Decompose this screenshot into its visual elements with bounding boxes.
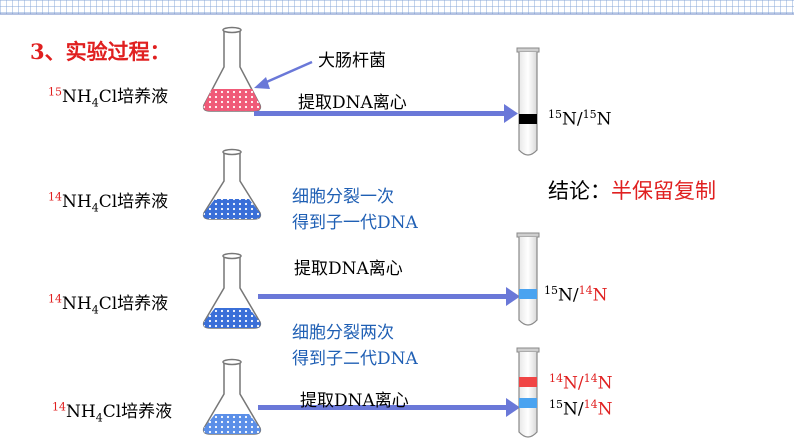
test-tube-2 <box>516 232 540 326</box>
centrifuge-label-2: 提取DNA离心 <box>294 259 403 279</box>
centrifuge-label-1: 提取DNA离心 <box>298 93 407 113</box>
process-text-1: 细胞分裂一次 得到子一代DNA <box>292 187 418 233</box>
band-15n-15n <box>519 114 537 124</box>
result-label-3-bottom: 15N/14N <box>549 398 613 420</box>
medium-label-3: 14NH4Cl培养液 <box>48 292 169 317</box>
bacteria-label: 大肠杆菌 <box>318 51 386 71</box>
arrow-2 <box>258 287 520 306</box>
decorative-grid-strip <box>0 0 794 14</box>
process-text-2: 细胞分裂两次 得到子二代DNA <box>292 323 418 369</box>
medium-label-2: 14NH4Cl培养液 <box>48 190 169 215</box>
flask-14n-2 <box>202 252 262 329</box>
medium-label-4: 14NH4Cl培养液 <box>52 400 173 425</box>
arrow-3 <box>258 398 520 417</box>
flask-14n-3 <box>202 358 262 435</box>
band-15n-14n <box>519 289 537 299</box>
conclusion: 结论：半保留复制 <box>548 179 716 203</box>
result-label-2: 15N/14N <box>544 284 608 306</box>
flask-15n <box>202 26 262 112</box>
bacteria-arrow <box>254 60 313 89</box>
arrow-1 <box>254 104 518 123</box>
band-15n-14n-gen2 <box>519 398 537 408</box>
result-label-3-top: 14N/14N <box>549 372 613 394</box>
centrifuge-label-3: 提取DNA离心 <box>300 391 409 411</box>
test-tube-3 <box>516 347 540 438</box>
test-tube-1 <box>516 47 540 156</box>
result-label-1: 15N/15N <box>548 108 612 130</box>
flask-14n-1 <box>202 148 262 220</box>
medium-label-1: 15NH4Cl培养液 <box>48 85 169 110</box>
band-14n-14n <box>519 377 537 387</box>
section-title: 3、实验过程： <box>30 39 171 64</box>
